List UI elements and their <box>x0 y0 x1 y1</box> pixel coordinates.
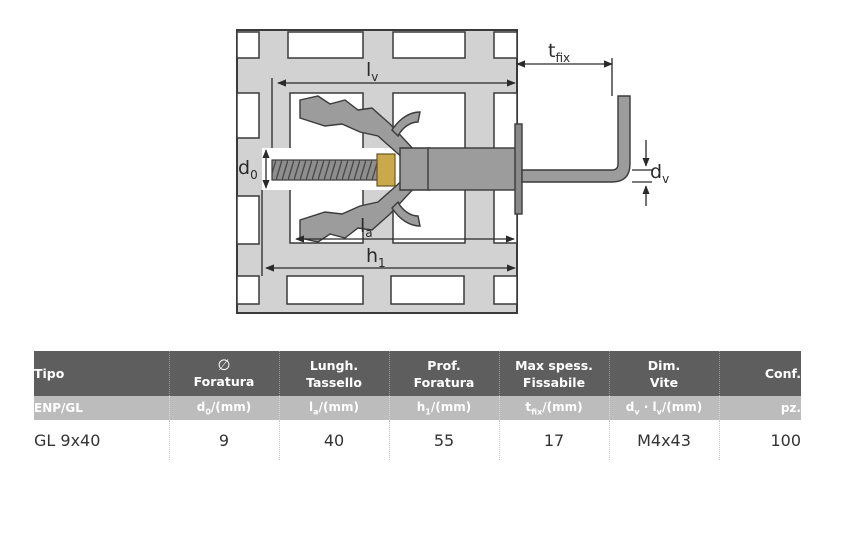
brass-nut <box>376 153 396 187</box>
unit-d0: d0/(mm) <box>169 396 280 420</box>
unit-conf: pz. <box>719 396 801 420</box>
expanding-dowel <box>299 95 523 243</box>
threaded-shaft <box>271 159 383 181</box>
unit-row: ENP/GL d0/(mm) la/(mm) h1/(mm) tfix/(mm)… <box>34 396 801 420</box>
unit-tipo: ENP/GL <box>34 396 170 420</box>
header-row: Tipo ∅Foratura Lungh.Tassello Prof.Forat… <box>34 351 801 396</box>
spec-table: Tipo ∅Foratura Lungh.Tassello Prof.Forat… <box>34 351 801 460</box>
unit-h1: h1/(mm) <box>389 396 500 420</box>
header-lungh-tassello: Lungh.Tassello <box>279 351 390 396</box>
header-foratura: ∅Foratura <box>169 351 280 396</box>
unit-dv-lv: dv · lv/(mm) <box>609 396 720 420</box>
table-row: GL 9x40 9 40 55 17 M4x43 100 <box>34 420 801 460</box>
cell-foratura: 9 <box>169 420 280 460</box>
label-tfix: tfix <box>548 40 570 65</box>
cell-prof-foratura: 55 <box>389 420 500 460</box>
cell-tipo: GL 9x40 <box>34 420 170 460</box>
unit-tfix: tfix/(mm) <box>499 396 610 420</box>
cell-lungh-tassello: 40 <box>279 420 390 460</box>
cell-dim-vite: M4x43 <box>609 420 720 460</box>
unit-la: la/(mm) <box>279 396 390 420</box>
label-lv: lv <box>366 59 378 84</box>
header-dim-vite: Dim.Vite <box>609 351 720 396</box>
header-prof-foratura: Prof.Foratura <box>389 351 500 396</box>
label-h1: h1 <box>366 245 386 270</box>
anchor-installation-diagram: lv tfix d0 dv la h1 <box>236 29 669 314</box>
hook <box>521 95 631 183</box>
label-la: la <box>360 215 373 240</box>
header-tipo: Tipo <box>34 351 170 396</box>
label-d0: d0 <box>238 157 258 182</box>
cell-max-spess: 17 <box>499 420 610 460</box>
header-max-spess: Max spess.Fissabile <box>499 351 610 396</box>
label-dv: dv <box>650 161 669 186</box>
header-conf: Conf. <box>719 351 801 396</box>
cell-conf: 100 <box>770 430 801 450</box>
